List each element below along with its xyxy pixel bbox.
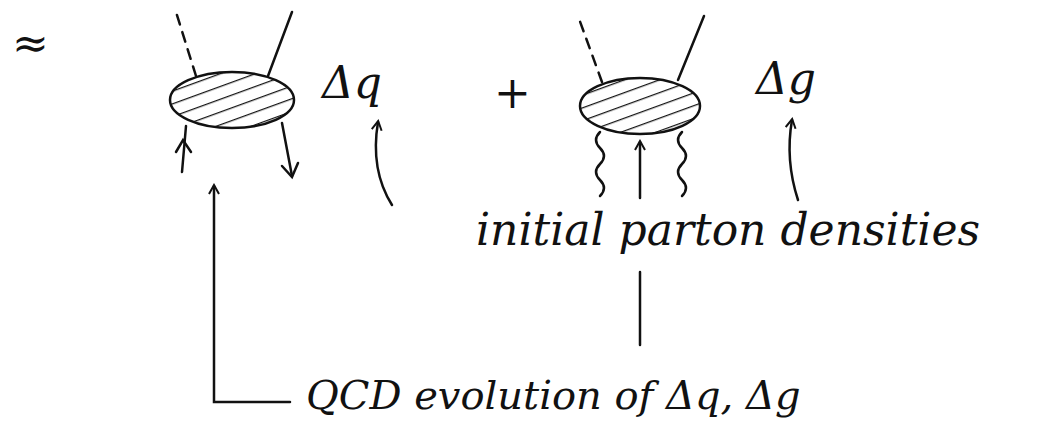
annotation-text: initial parton densities [476,205,980,256]
dashed-line [578,16,602,82]
solid-line [678,16,704,80]
gluon-line [596,132,604,196]
quark-arrow [176,140,191,152]
hatched-blob [580,78,700,134]
quark-line [182,126,186,172]
quark-arrow [282,163,298,177]
plus-sign: + [494,68,531,119]
solid-line [268,12,292,76]
gluon-line [678,132,686,196]
leader-arrow [790,120,798,200]
leader-arrow [376,122,392,205]
parton-density-label: Δg [756,54,816,105]
dashed-line [176,12,196,76]
annotation-text: QCD evolution of Δq, Δg [306,372,801,418]
hatched-blob [170,72,294,128]
leader-arrow [214,186,290,402]
parton-density-label: Δq [322,58,382,109]
approx-sign: ≈ [12,18,49,69]
leader-arrow [639,142,642,198]
leader-line [639,272,642,345]
